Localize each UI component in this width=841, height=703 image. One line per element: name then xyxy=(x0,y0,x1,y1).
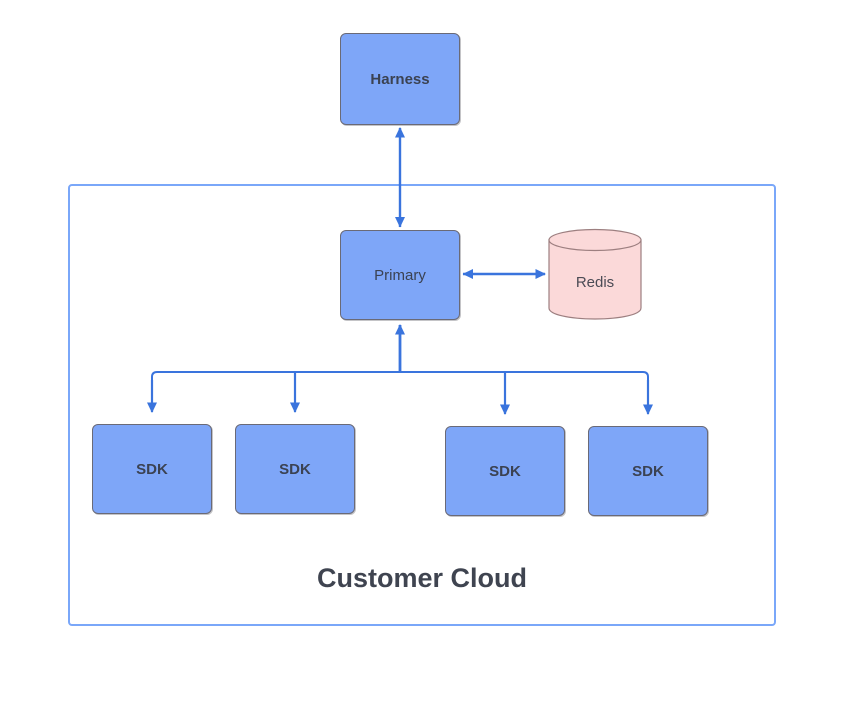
node-sdk-2[interactable]: SDK xyxy=(235,424,355,514)
node-sdk-3[interactable]: SDK xyxy=(445,426,565,516)
node-sdk-3-label: SDK xyxy=(489,462,521,480)
node-primary-label: Primary xyxy=(374,266,426,284)
node-redis-label: Redis xyxy=(575,274,615,291)
node-primary[interactable]: Primary xyxy=(340,230,460,320)
node-sdk-4[interactable]: SDK xyxy=(588,426,708,516)
node-sdk-4-label: SDK xyxy=(632,462,664,480)
customer-cloud-container xyxy=(68,184,776,626)
cylinder-shape xyxy=(548,228,642,320)
node-sdk-1[interactable]: SDK xyxy=(92,424,212,514)
connector-sdk-bus-primary xyxy=(147,324,653,415)
node-harness-label: Harness xyxy=(370,70,430,88)
node-harness[interactable]: Harness xyxy=(340,33,460,125)
node-redis[interactable]: Redis xyxy=(548,228,642,320)
node-sdk-1-label: SDK xyxy=(136,460,168,478)
node-sdk-2-label: SDK xyxy=(279,460,311,478)
customer-cloud-title: Customer Cloud xyxy=(316,563,527,593)
